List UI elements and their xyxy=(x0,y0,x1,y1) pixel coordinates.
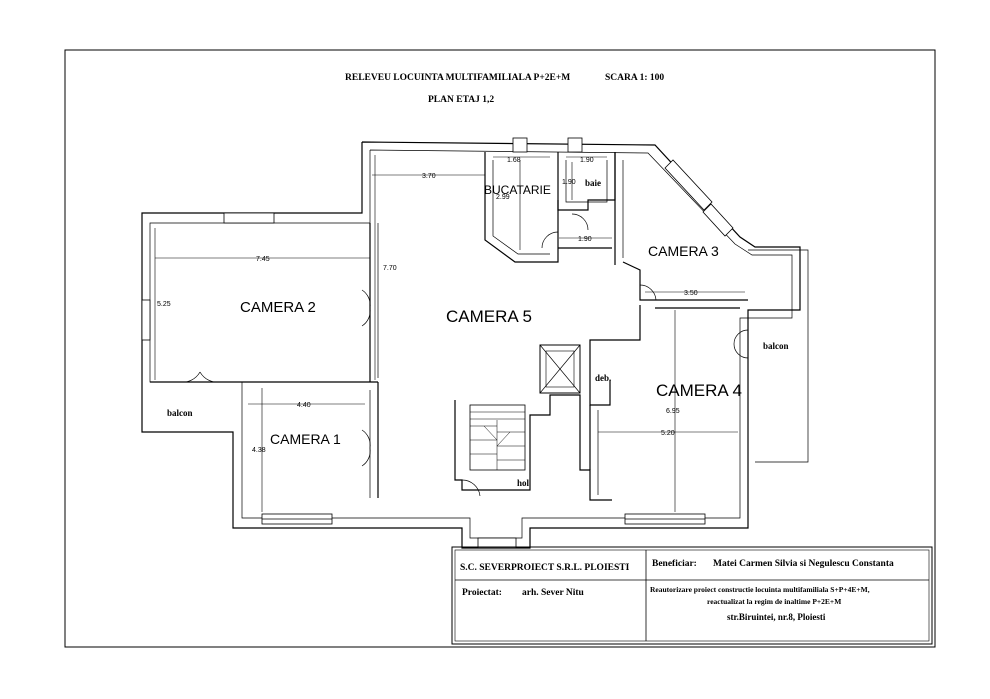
project-address: str.Biruintei, nr.8, Ploiesti xyxy=(727,612,826,622)
room-camera-5: CAMERA 5 xyxy=(446,307,532,326)
dim-5-20: 5.20 xyxy=(661,430,675,437)
elevator-inner xyxy=(545,350,575,388)
sheet-border xyxy=(64,49,936,648)
dim-1-90-bottom: 1.90 xyxy=(578,236,592,243)
room-labels: CAMERA 2 CAMERA 5 BUCATARIE baie CAMERA … xyxy=(167,178,789,488)
room-hol: hol xyxy=(517,478,530,488)
company-name: S.C. SEVERPROIECT S.R.L. PLOIESTI xyxy=(460,563,630,573)
wall-stair xyxy=(454,394,612,501)
room-camera-2: CAMERA 2 xyxy=(240,299,316,316)
dim-4-38: 4.38 xyxy=(252,447,266,454)
windows xyxy=(141,137,734,549)
title-block: S.C. SEVERPROIECT S.R.L. PLOIESTI Benefi… xyxy=(451,546,933,645)
elevator-cross-b xyxy=(539,344,581,394)
elevator-shaft xyxy=(539,344,581,394)
proiectat-label: Proiectat: xyxy=(462,588,502,598)
project-description-2: reactualizat la regim de inaltime P+2E+M xyxy=(707,597,841,606)
wall-kitchen xyxy=(484,152,559,263)
dimension-lines xyxy=(154,155,745,512)
room-camera-1: CAMERA 1 xyxy=(270,431,341,447)
balcon-right: balcon xyxy=(763,341,789,351)
wall-hall-center xyxy=(589,305,641,406)
beneficiar-name: Matei Carmen Silvia si Negulescu Constan… xyxy=(713,559,894,569)
dim-1-68: 1.68 xyxy=(507,157,521,164)
outer-wall-inner-line xyxy=(149,149,793,539)
room-bucatarie: BUCATARIE xyxy=(484,183,551,197)
dim-5-25: 5.25 xyxy=(157,301,171,308)
room-baie: baie xyxy=(585,178,601,188)
dim-6-95: 6.95 xyxy=(666,408,680,415)
dimension-labels: 3.70 1.68 1.90 1.90 2.99 1.90 7.45 5.25 … xyxy=(157,157,698,454)
room-deb: deb. xyxy=(595,373,611,383)
wall-bath-inner xyxy=(565,160,608,203)
dim-4-40: 4.40 xyxy=(297,402,311,409)
beneficiar-label: Beneficiar: xyxy=(652,559,697,569)
stair-treads xyxy=(470,411,525,470)
drawing-scale: SCARA 1: 100 xyxy=(605,73,664,83)
balcony-left-outline xyxy=(141,382,225,433)
dim-1-90-top: 1.90 xyxy=(580,157,594,164)
doors xyxy=(179,213,749,497)
drawing-subtitle: PLAN ETAJ 1,2 xyxy=(428,95,494,105)
balcon-left: balcon xyxy=(167,408,193,418)
room-camera-3: CAMERA 3 xyxy=(648,243,719,259)
project-description-1: Reautorizare proiect constructie locuint… xyxy=(650,585,870,594)
room-camera-4: CAMERA 4 xyxy=(656,381,742,400)
wall-kitchen-inner xyxy=(492,160,550,255)
dim-7-70: 7.70 xyxy=(383,265,397,272)
dim-3-70: 3.70 xyxy=(422,173,436,180)
dim-7-45: 7.45 xyxy=(256,256,270,263)
floor-plan: 3.70 1.68 1.90 1.90 2.99 1.90 7.45 5.25 … xyxy=(141,137,809,549)
dim-1-90-side: 1.90 xyxy=(562,179,576,186)
balcony-right-outline xyxy=(748,249,809,463)
drawing-title: RELEVEU LOCUINTA MULTIFAMILIALA P+2E+M xyxy=(345,73,570,83)
proiectat-name: arh. Sever Nitu xyxy=(522,588,585,598)
staircase xyxy=(469,404,526,471)
dim-2-99: 2.99 xyxy=(496,194,510,201)
dim-3-50: 3.50 xyxy=(684,290,698,297)
